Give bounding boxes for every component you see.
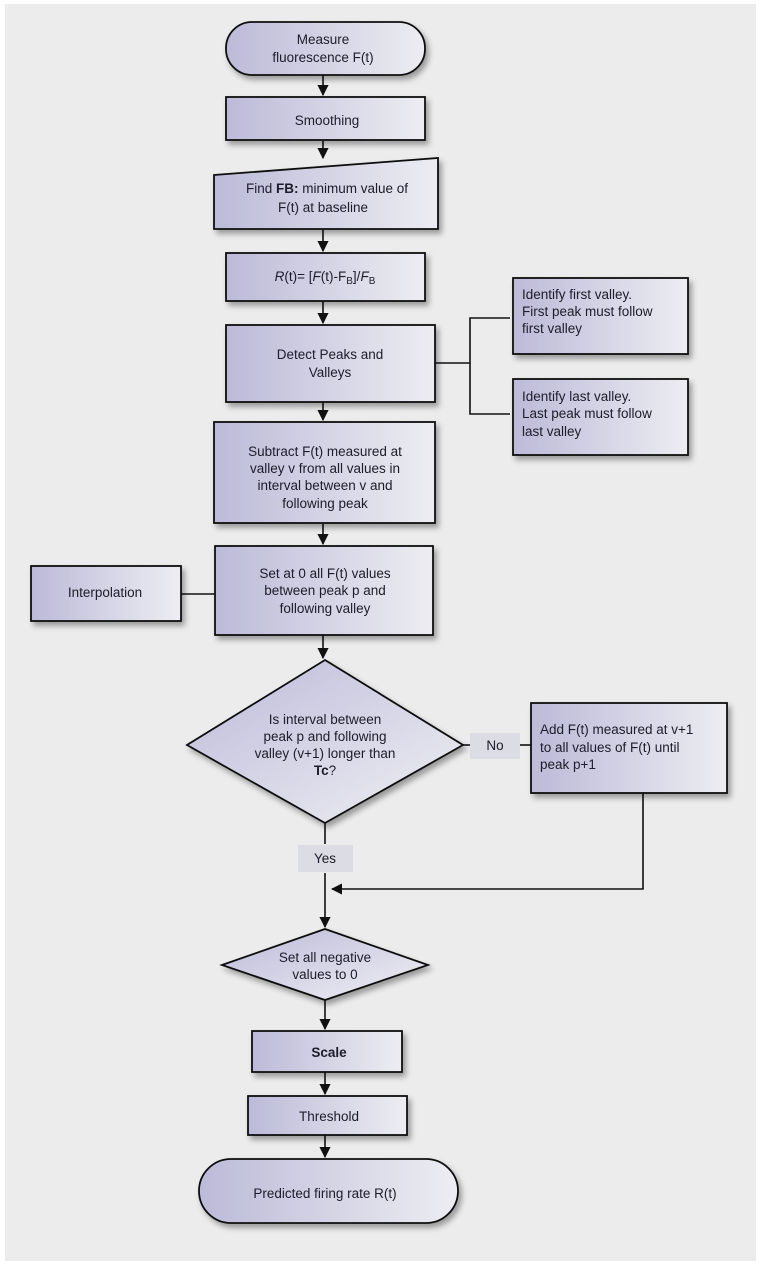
first-valley-node: Identify first valley. First peak must f… [512,277,689,355]
svg-text:last valley: last valley [522,424,582,439]
svg-text:Last peak must follow: Last peak must follow [522,406,652,421]
svg-text:Valleys: Valleys [309,365,352,380]
svg-text:Detect Peaks and: Detect Peaks and [277,347,384,362]
measure-node: Measure fluorescence F(t) [225,21,426,76]
svg-text:valley v from all values in: valley v from all values in [250,461,400,476]
svg-text:Tc?: Tc? [314,763,336,778]
svg-text:Set all negative: Set all negative [279,950,371,965]
svg-text:No: No [486,738,503,753]
svg-text:peak p+1: peak p+1 [540,757,596,772]
svg-text:F(t) at baseline: F(t) at baseline [278,200,368,215]
svg-text:Interpolation: Interpolation [68,585,142,600]
svg-text:Is interval between: Is interval between [269,712,382,727]
svg-text:Identify last valley.: Identify last valley. [522,389,631,404]
detect-node: Detect Peaks and Valleys [225,324,436,403]
flowchart-canvas: Measure fluorescence F(t) Smoothing Find… [5,4,756,1261]
negative-node: Set all negative values to 0 [219,928,431,1001]
branch-first-valley [435,317,510,364]
svg-text:Measure: Measure [297,32,350,47]
svg-text:First peak must follow: First peak must follow [522,304,653,319]
ratio-node: R(t)= [F(t)-FB]/FB [225,252,426,302]
svg-text:valley (v+1) longer than: valley (v+1) longer than [255,746,396,761]
svg-text:between peak p and: between peak p and [264,583,386,598]
arrow-add-merge [330,793,644,895]
svg-text:interval between v and: interval between v and [257,478,392,493]
predicted-node: Predicted firing rate R(t) [198,1158,459,1224]
set-zero-node: Set at 0 all F(t) values between peak p … [214,545,434,636]
svg-text:Identify first valley.: Identify first valley. [522,287,632,302]
find-fb-node: Find FB: minimum value of F(t) at baseli… [213,157,439,230]
svg-text:values to 0: values to 0 [292,967,357,982]
interpolation-node: Interpolation [30,565,182,622]
svg-text:Scale: Scale [311,1045,347,1060]
connectors [181,75,644,1159]
svg-text:following valley: following valley [280,601,371,616]
svg-text:Predicted firing rate R(t): Predicted firing rate R(t) [253,1186,396,1201]
decision-node: Is interval between peak p and following… [185,658,465,825]
subtract-node: Subtract F(t) measured at valley v from … [213,421,436,524]
flowchart: Measure fluorescence F(t) Smoothing Find… [30,21,728,1224]
svg-text:Set at 0 all F(t) values: Set at 0 all F(t) values [259,566,391,581]
svg-text:to all values of F(t) until: to all values of F(t) until [540,740,680,755]
svg-text:Add F(t) measured at v+1: Add F(t) measured at v+1 [540,722,693,737]
add-node: Add F(t) measured at v+1 to all values o… [530,702,728,794]
svg-text:Yes: Yes [314,851,336,866]
svg-text:R(t)= [F(t)-FB]/FB: R(t)= [F(t)-FB]/FB [275,269,376,287]
last-valley-node: Identify last valley. Last peak must fol… [512,378,689,456]
svg-text:first valley: first valley [522,321,582,336]
yes-label: Yes [298,845,353,872]
svg-text:Smoothing: Smoothing [295,113,360,128]
scale-node: Scale [251,1030,403,1073]
svg-text:peak p and following: peak p and following [263,729,386,744]
no-label: No [470,733,520,759]
svg-text:Find FB: minimum value of: Find FB: minimum value of [246,181,408,196]
svg-text:fluorescence F(t): fluorescence F(t) [272,50,373,65]
smoothing-node: Smoothing [225,96,426,141]
threshold-node: Threshold [247,1095,408,1136]
svg-text:Threshold: Threshold [299,1109,359,1124]
branch-last-valley [469,363,510,415]
svg-text:following peak: following peak [282,496,368,511]
svg-text:Subtract F(t) measured at: Subtract F(t) measured at [248,444,402,459]
